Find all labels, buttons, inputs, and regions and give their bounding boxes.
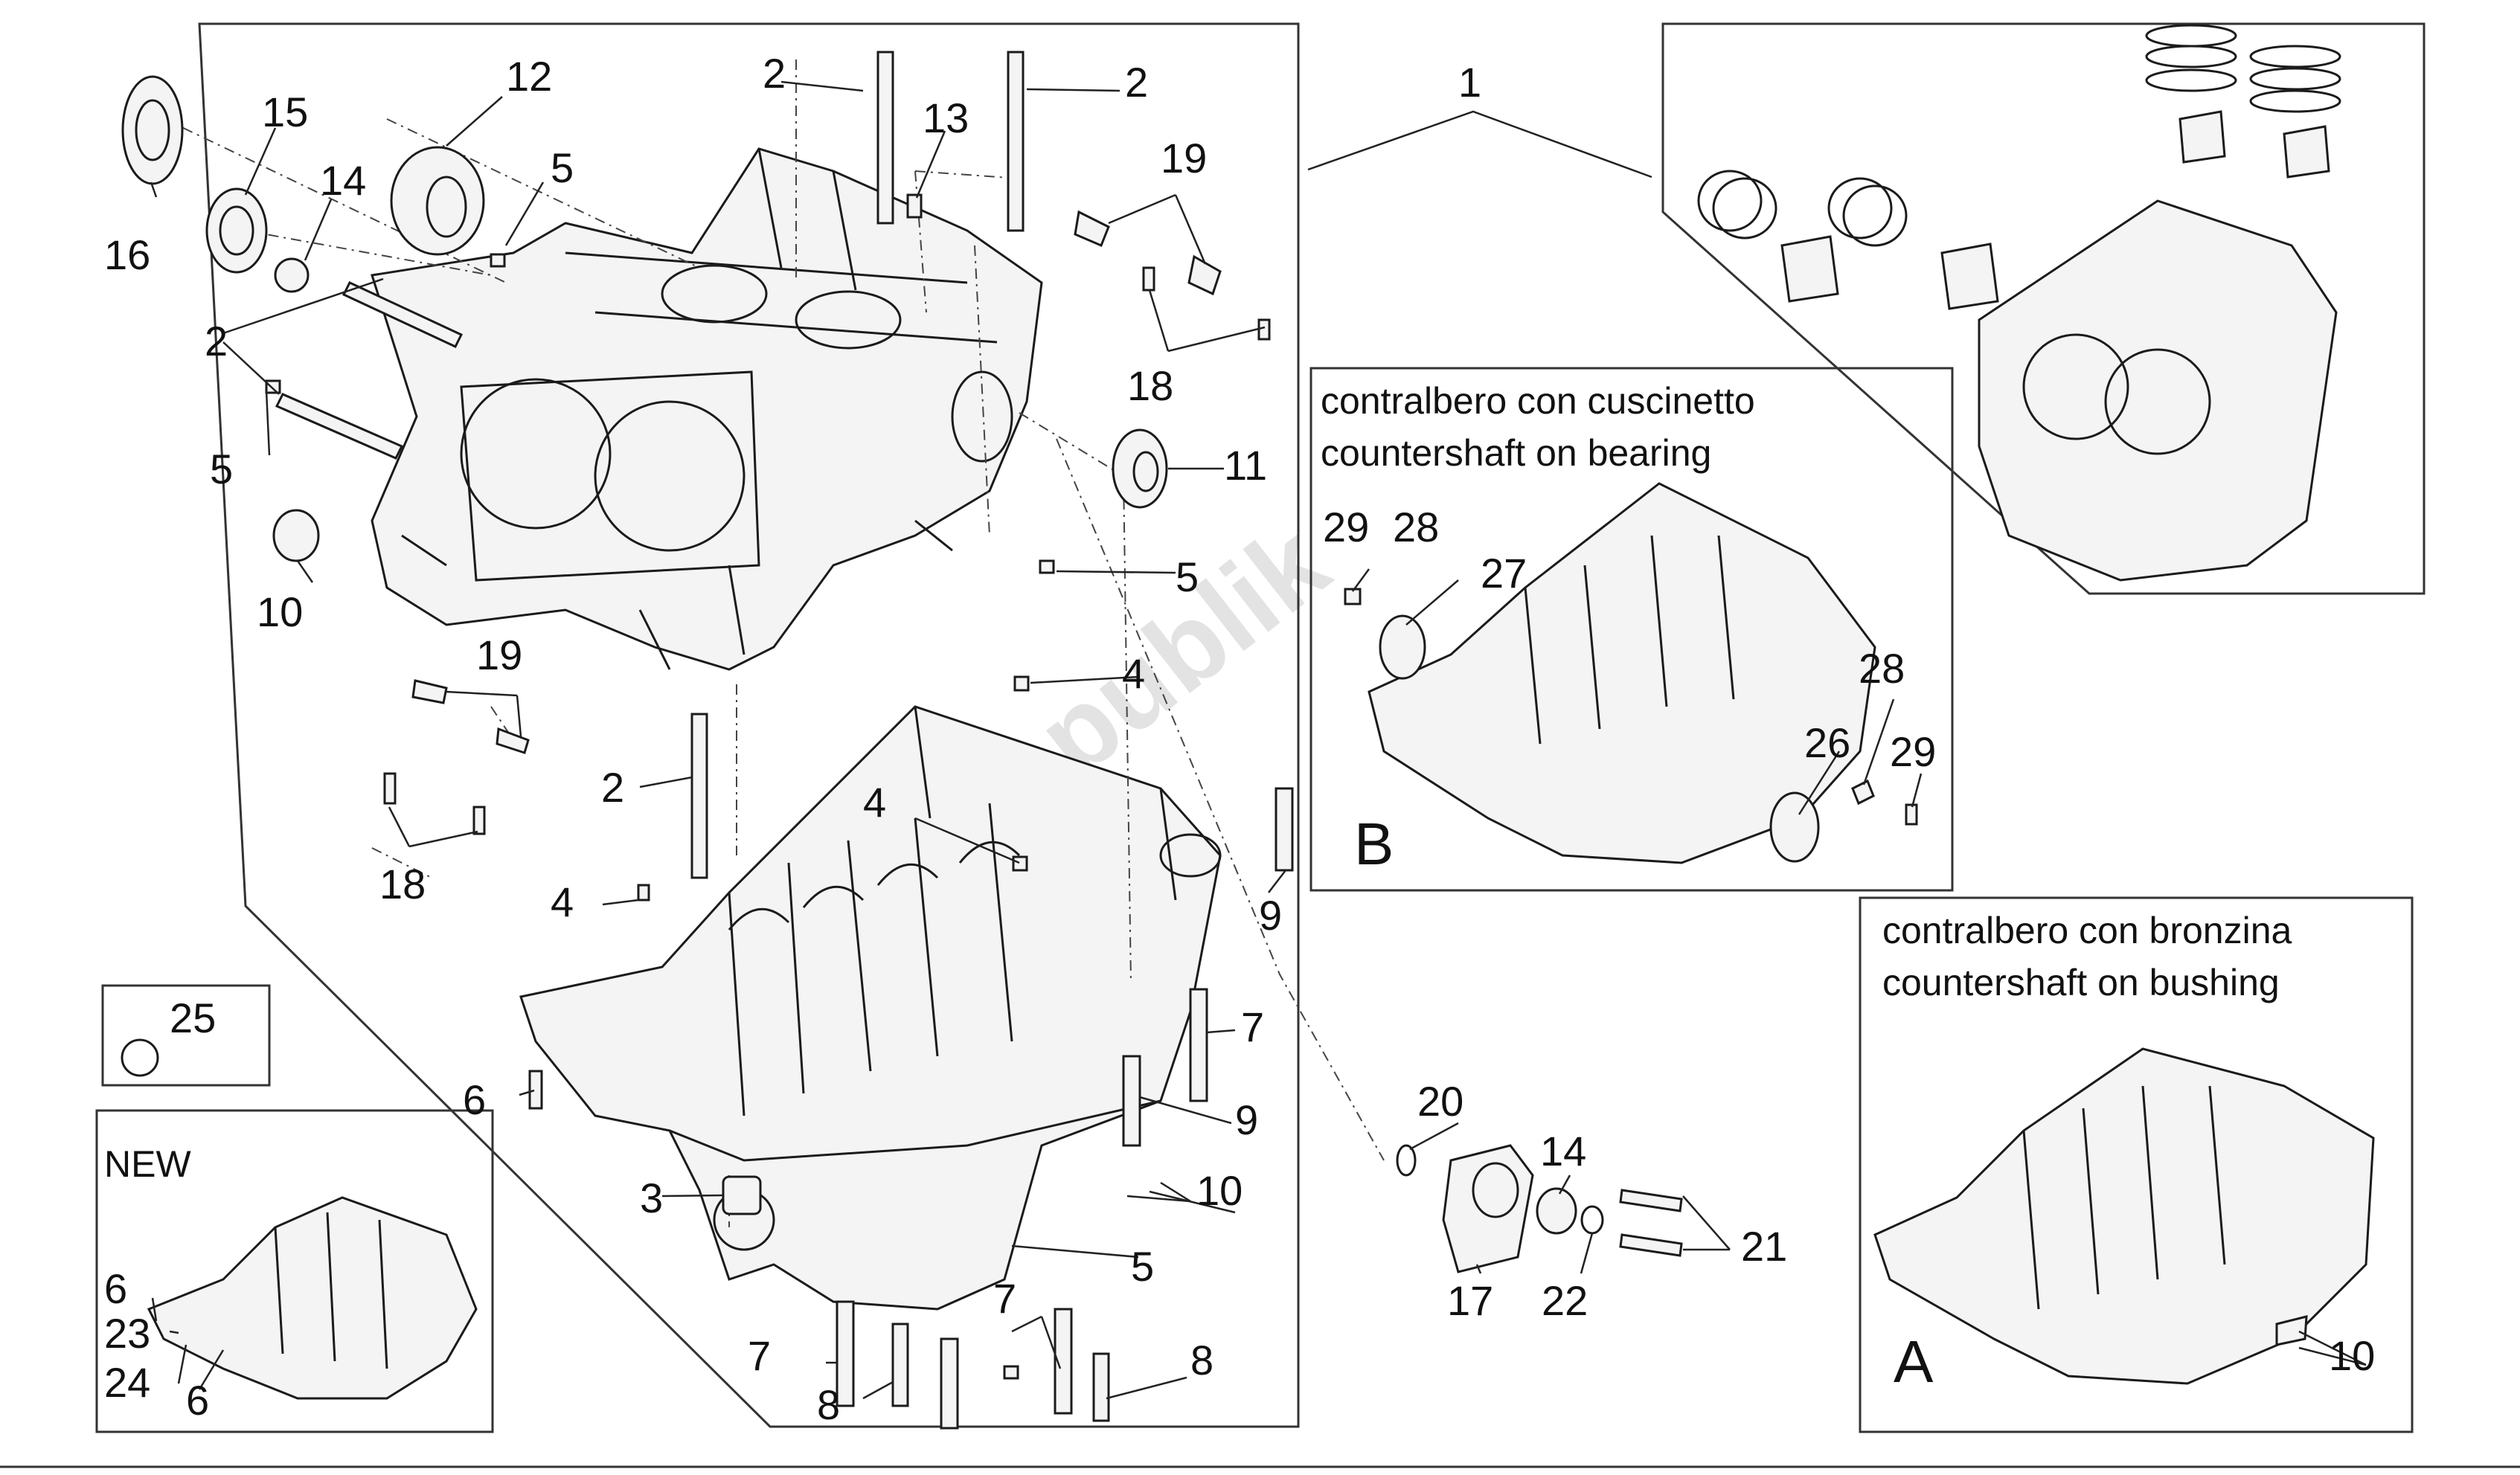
callout-26: 26 (1804, 719, 1850, 766)
reference-assembly-frame (1661, 22, 2426, 595)
main-assembly-frame (198, 22, 1300, 1428)
callout-5: 5 (210, 446, 233, 492)
panel-b-caption-en: countershaft on bearing (1321, 432, 1711, 474)
panel-new-crankcase (147, 1196, 478, 1400)
seal-item-11 (1112, 428, 1168, 509)
callout-17: 17 (1447, 1277, 1493, 1324)
studs-item-2 (275, 51, 1025, 879)
panel-b-caption-it: contralbero con cuscinetto (1321, 380, 1755, 422)
callout-2: 2 (1125, 59, 1148, 106)
callout-12: 12 (506, 53, 552, 100)
callout-23: 23 (104, 1310, 150, 1357)
reference-pistons-crankcase (1697, 24, 2341, 582)
callout-4: 4 (863, 779, 886, 826)
callout-7: 7 (993, 1275, 1016, 1322)
callout-5: 5 (1131, 1243, 1154, 1290)
callout-25: 25 (170, 994, 216, 1041)
panel-a-frame (1859, 896, 2414, 1433)
item-25-frame (101, 984, 271, 1087)
item-1-bracket (1307, 110, 1652, 179)
callout-20: 20 (1417, 1078, 1463, 1125)
bushing-item-14-lower (1536, 1187, 1577, 1235)
callout-7: 7 (748, 1332, 771, 1379)
callout-29: 29 (1890, 728, 1936, 775)
brackets-item-19 (411, 210, 1222, 754)
callout-19: 19 (1161, 135, 1207, 181)
callout-21: 21 (1741, 1223, 1787, 1270)
callout-3: 3 (640, 1174, 663, 1221)
panel-b-frame (1309, 367, 1954, 892)
bearing-item-15 (205, 187, 268, 274)
callout-numbers: 1 2 2 2 2 3 4 4 4 5 5 5 5 6 6 6 7 7 7 8 … (104, 50, 2375, 1428)
panel-b-letter: B (1354, 811, 1394, 877)
callout-9: 9 (1259, 892, 1282, 939)
callout-14: 14 (320, 157, 366, 204)
bolts-lower (528, 787, 1294, 1430)
panel-a-caption-en: countershaft on bushing (1882, 962, 2280, 1003)
callout-4: 4 (1122, 650, 1145, 697)
callout-2: 2 (601, 764, 624, 811)
callout-4: 4 (551, 878, 574, 925)
panel-new-label: NEW (104, 1143, 191, 1185)
callout-13: 13 (923, 94, 969, 141)
callout-18: 18 (1127, 362, 1173, 409)
callout-9: 9 (1235, 1096, 1258, 1143)
washer-item-22 (1580, 1205, 1604, 1235)
callout-28: 28 (1859, 645, 1905, 692)
callout-6: 6 (463, 1076, 486, 1123)
screws-item-21 (1619, 1189, 1683, 1257)
bushing-item-10-upper (272, 509, 320, 562)
callout-28: 28 (1393, 504, 1439, 550)
screws-item-18 (383, 266, 1271, 835)
callout-1: 1 (1458, 59, 1481, 106)
callout-15: 15 (262, 89, 308, 135)
callout-5: 5 (551, 144, 574, 191)
callout-14: 14 (1540, 1128, 1586, 1174)
bushing-item-3 (722, 1175, 762, 1215)
callout-6: 6 (186, 1377, 209, 1424)
lower-crankcase (519, 705, 1222, 1311)
seal-item-12 (390, 146, 485, 256)
callout-10: 10 (1196, 1167, 1243, 1214)
panel-b-crankcase (1344, 482, 1918, 864)
panel-a-caption-it: contralbero con bronzina (1882, 910, 2292, 951)
callout-16: 16 (104, 231, 150, 278)
callout-8: 8 (1190, 1337, 1213, 1384)
callout-22: 22 (1542, 1277, 1588, 1324)
callout-2: 2 (763, 50, 786, 97)
dowels (265, 193, 1055, 1380)
callout-27: 27 (1481, 550, 1527, 597)
callout-6: 6 (104, 1265, 127, 1312)
callout-11: 11 (1224, 442, 1267, 489)
callout-7: 7 (1241, 1003, 1264, 1050)
oring-item-20 (1396, 1144, 1417, 1177)
callout-19: 19 (476, 632, 522, 678)
ring-item-25 (121, 1038, 159, 1077)
oil-pump-item-17 (1442, 1144, 1534, 1273)
bearing-item-16 (121, 75, 184, 185)
panel-a-crankcase (1873, 1047, 2375, 1385)
bushing-item-14-upper (274, 257, 310, 293)
callout-24: 24 (104, 1359, 150, 1406)
assembly-axis-lines (141, 60, 1385, 1227)
callout-10: 10 (257, 588, 303, 635)
callout-8: 8 (817, 1381, 840, 1428)
leader-lines (150, 80, 2367, 1400)
callout-5: 5 (1176, 553, 1199, 600)
upper-crankcase (371, 147, 1043, 671)
callout-2: 2 (205, 318, 228, 364)
panel-a-letter: A (1894, 1328, 1934, 1395)
callout-10: 10 (2329, 1332, 2375, 1379)
callout-18: 18 (379, 861, 426, 907)
panel-new-frame (95, 1109, 494, 1433)
callout-29: 29 (1323, 504, 1369, 550)
